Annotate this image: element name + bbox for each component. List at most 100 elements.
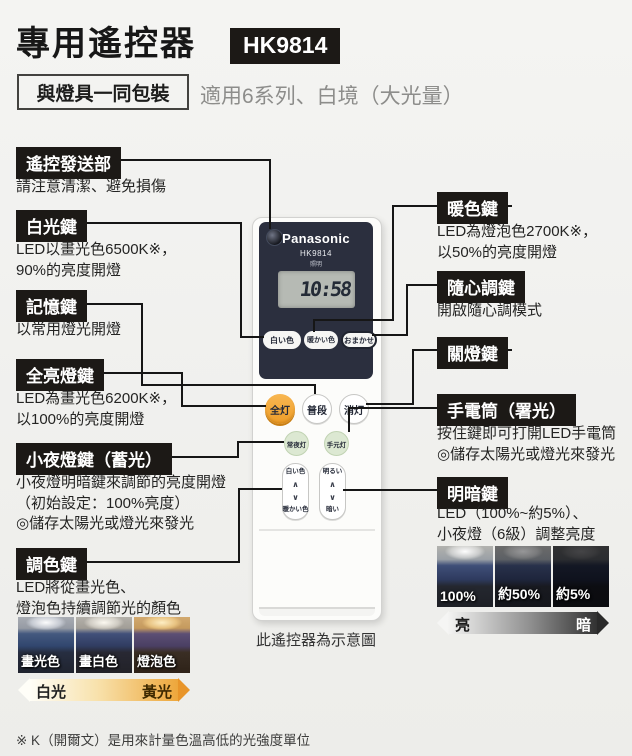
photo-brightness-50: 約50%	[495, 546, 551, 607]
connector-line	[238, 489, 240, 563]
remote-control: Panasonic HK9814 照明 10:58 白い色 暖かい色 おまかせ …	[252, 217, 382, 621]
connector-line	[240, 222, 242, 338]
remote-divider	[259, 529, 375, 531]
callout-color-tune-key-desc: LED將從畫光色、 燈泡色持續調節光的顏色	[16, 579, 182, 617]
callout-flashlight-key-desc: 按住鍵即可打開LED手電筒 ◎儲存太陽光或燈光來發光	[437, 425, 617, 463]
callout-memory-key-desc: 以常用燈光開燈	[16, 321, 122, 338]
connector-line	[314, 384, 316, 394]
light-off-button[interactable]: 消灯	[339, 394, 369, 424]
brightness-gradient-arrow: 亮 暗	[437, 611, 609, 635]
chevron-down-icon: ∨	[329, 493, 336, 503]
connector-line	[313, 319, 394, 321]
connector-line	[348, 407, 512, 409]
photo-label: 畫白色	[79, 654, 119, 669]
omakase-button[interactable]: おまかせ	[341, 331, 377, 349]
photo-label: 100%	[440, 588, 476, 604]
callout-warm-key-desc: LED為燈泡色2700K※， 以50%的亮度開燈	[437, 223, 598, 261]
photo-label: 燈泡色	[137, 654, 177, 669]
chevron-up-icon: ∧	[329, 479, 336, 489]
arrow-left-tip-icon	[18, 678, 30, 702]
callout-ir-emitter: 遙控發送部	[16, 147, 121, 179]
remote-model-text: HK9814	[300, 249, 332, 258]
connector-line	[372, 334, 408, 336]
callout-night-light-key: 小夜燈鍵（蓄光）	[16, 443, 172, 475]
callout-ir-emitter-desc: 請注意清潔、避免損傷	[16, 178, 167, 195]
connector-line	[60, 159, 271, 161]
axis-label-bright: 亮	[455, 617, 471, 634]
connector-line	[60, 372, 183, 374]
photo-daylight-color: 畫光色	[18, 617, 74, 673]
page-title: 專用遙控器	[16, 25, 196, 63]
connector-line	[412, 349, 414, 405]
photo-bulb-color: 燈泡色	[134, 617, 190, 673]
photo-label: 約50%	[498, 586, 541, 602]
gradient-bar	[448, 612, 598, 634]
callout-white-light-key: 白光鍵	[16, 210, 87, 242]
callout-memory-key: 記憶鍵	[16, 290, 87, 322]
axis-label-white: 白光	[36, 684, 67, 701]
connector-line	[348, 407, 350, 432]
connector-line	[269, 159, 271, 229]
night-light-button[interactable]: 常夜灯	[284, 431, 309, 456]
rocker-label-white: 白い色	[285, 468, 306, 475]
hand-light-button[interactable]: 手元灯	[324, 431, 349, 456]
chevron-down-icon: ∨	[292, 493, 299, 503]
connector-line	[60, 303, 143, 305]
callout-white-light-key-desc: LED以畫光色6500K※， 90%的亮度開燈	[16, 241, 177, 279]
connector-line	[343, 489, 443, 491]
usual-button[interactable]: 普段	[302, 394, 332, 424]
warm-color-button[interactable]: 暖かい色	[304, 331, 338, 349]
connector-line	[366, 403, 414, 405]
rocker-label-bright: 明るい	[322, 468, 343, 475]
callout-dimmer-key-desc: LED（100%~約5%）、 小夜燈（6級）調整亮度	[437, 505, 596, 543]
connector-line	[60, 561, 240, 563]
callout-off-key: 關燈鍵	[437, 337, 508, 369]
callout-color-tune-key: 調色鍵	[16, 548, 87, 580]
connector-line	[406, 284, 408, 336]
white-color-button[interactable]: 白い色	[263, 331, 301, 349]
clock-time: 10:58	[298, 277, 352, 301]
photo-daywhite-color: 畫白色	[76, 617, 132, 673]
remote-top-panel: Panasonic HK9814 照明 10:58 白い色 暖かい色 おまかせ	[259, 222, 377, 379]
connector-line	[141, 303, 143, 386]
brightness-rocker-button[interactable]: 明るい ∧ ∨ 暗い	[319, 463, 346, 520]
all-light-button[interactable]: 全灯	[265, 394, 295, 424]
callout-night-light-key-desc: 小夜燈明暗鍵來調節的亮度開燈 （初始設定：100%亮度） ◎儲存太陽光或燈光來發…	[16, 474, 227, 533]
connector-line	[237, 441, 239, 458]
photo-label: 約5%	[556, 586, 591, 602]
arrow-left-tip-icon	[437, 611, 449, 635]
ir-emitter-icon	[266, 229, 283, 246]
rocker-label-warm: 暖かい色	[282, 506, 309, 514]
connector-line	[60, 222, 242, 224]
photo-label: 畫光色	[21, 654, 61, 669]
connector-line	[141, 384, 316, 386]
remote-caption: 此遙控器為示意圖	[255, 632, 376, 649]
color-rocker-button[interactable]: 白い色 ∧ ∨ 暖かい色	[282, 463, 309, 520]
callout-full-light-key: 全亮燈鍵	[16, 359, 104, 391]
kelvin-footnote: ※ K（開爾文）是用來計量色溫高低的光強度單位	[16, 733, 311, 748]
compatibility-text: 適用6系列、白境（大光量）	[200, 85, 464, 108]
callout-dimmer-key: 明暗鍵	[437, 477, 508, 509]
package-note-box: 與燈具一同包裝	[17, 74, 189, 110]
callout-full-light-key-desc: LED為畫光色6200K※， 以100%的亮度開燈	[16, 390, 177, 428]
callout-flashlight-key: 手電筒（署光）	[437, 394, 576, 426]
photo-brightness-100: 100%	[437, 546, 493, 607]
axis-label-dark: 暗	[575, 617, 591, 634]
rocker-label-dark: 暗い	[326, 506, 339, 514]
lcd-display: 10:58	[278, 271, 355, 308]
connector-line	[181, 405, 266, 407]
brand-logo: Panasonic	[282, 231, 350, 246]
callout-omakase-key: 隨心調鍵	[437, 271, 525, 303]
connector-line	[313, 319, 315, 332]
connector-line	[238, 488, 282, 490]
chevron-up-icon: ∧	[292, 479, 299, 489]
model-badge: HK9814	[230, 28, 341, 64]
remote-model-subtext: 照明	[309, 262, 322, 268]
photo-brightness-5: 約5%	[553, 546, 609, 607]
connector-line	[240, 336, 264, 338]
gradient-bar	[29, 679, 179, 701]
connector-line	[181, 372, 183, 407]
callout-omakase-key-desc: 開啟隨心調模式	[437, 302, 543, 319]
battery-cover-seam	[259, 607, 375, 616]
